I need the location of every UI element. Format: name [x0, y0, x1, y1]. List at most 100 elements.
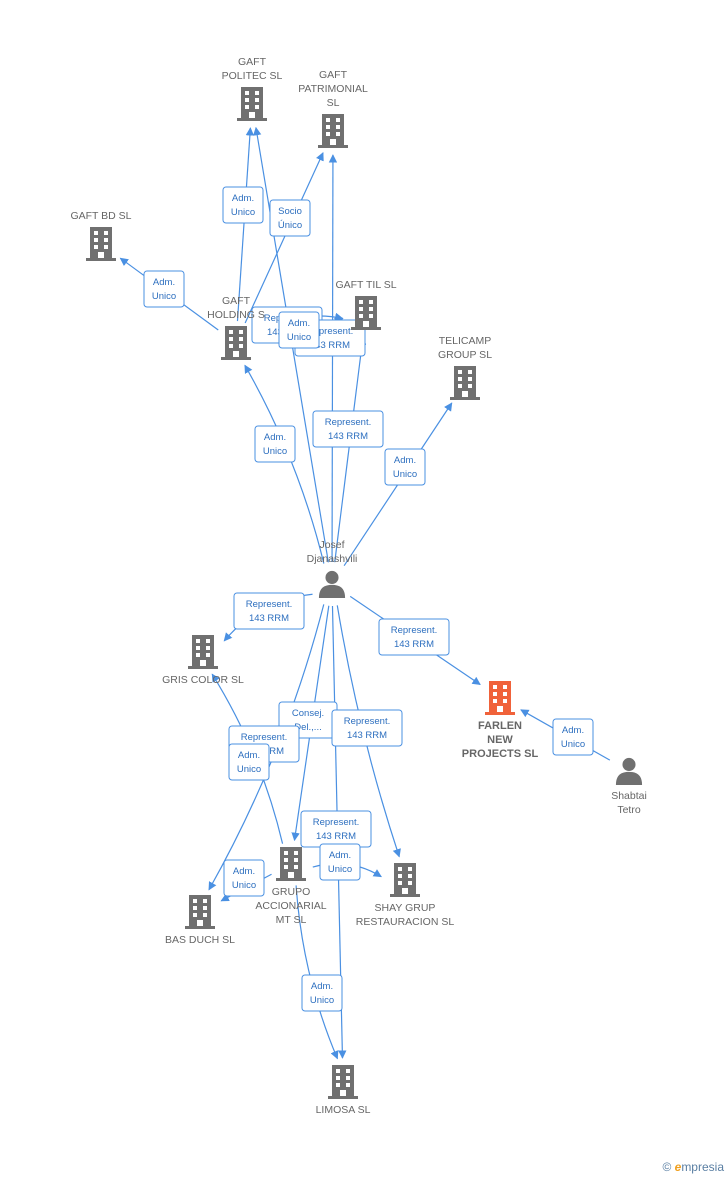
edge-label-box: [223, 859, 265, 897]
edge-josef-to-gaft_til: [334, 335, 367, 563]
edge-label-box: [228, 743, 270, 781]
edge-label-box: [222, 186, 264, 224]
node-label: RESTAURACION SL: [356, 916, 455, 928]
footer-brand[interactable]: © empresia: [662, 1160, 724, 1174]
building-icon: [185, 895, 215, 929]
edge-labels-layer: Adm.UnicoSocioÚnicoAdm.UnicoRepresent.14…: [143, 186, 594, 1012]
node-label: Josef: [319, 539, 344, 551]
edge-label-text: Adm.: [233, 866, 255, 877]
edge-label-0[interactable]: Adm.Unico: [222, 186, 264, 224]
edge-label-7[interactable]: Represent.143 RRM: [312, 410, 384, 448]
edge-label-box: [319, 843, 361, 881]
brand-e-logo: e: [674, 1160, 682, 1174]
edge-gaft_holding-to-gaft_politec: [236, 127, 255, 322]
node-label: Shabtai: [611, 790, 647, 802]
edge-label-text: Unico: [328, 864, 352, 875]
edge-label-18[interactable]: Adm.Unico: [228, 743, 270, 781]
node-bas_duch[interactable]: BAS DUCH SL: [165, 895, 235, 946]
edge-label-text: Adm.: [329, 850, 351, 861]
edge-label-text: Adm.: [562, 725, 584, 736]
edge-label-box: [301, 974, 343, 1012]
building-icon: [276, 847, 306, 881]
building-icon: [390, 863, 420, 897]
node-label: POLITEC SL: [222, 70, 283, 82]
node-limosa[interactable]: LIMOSA SL: [316, 1065, 371, 1116]
edge-label-19[interactable]: Adm. Unico: [223, 859, 265, 897]
node-label: SHAY GRUP: [375, 902, 436, 914]
node-gaft_bd[interactable]: GAFT BD SL: [70, 210, 132, 261]
edge-label-21[interactable]: Adm. Unico: [319, 843, 361, 881]
brand-text: mpresia: [681, 1160, 724, 1174]
node-grupo_accionarial[interactable]: GRUPO ACCIONARIAL MT SL: [255, 847, 327, 926]
edge-label-box: [233, 592, 305, 630]
edge-label-text: Unico: [232, 880, 256, 891]
edge-label-text: 143 RRM: [394, 639, 434, 650]
edge-label-box: [384, 448, 426, 486]
node-label: PROJECTS SL: [462, 748, 539, 760]
edge-label-6[interactable]: Adm.Unico: [254, 425, 296, 463]
edge-label-text: Represent.: [391, 625, 437, 636]
edge-label-box: [254, 425, 296, 463]
node-gaft_politec[interactable]: GAFT POLITEC SL: [222, 56, 283, 121]
edge-label-box: [312, 410, 384, 448]
building-icon: [318, 114, 348, 148]
edge-label-text: Unico: [152, 291, 176, 302]
node-gris_color[interactable]: GRIS COLOR SL: [162, 635, 244, 686]
building-icon: [237, 87, 267, 121]
edge-label-2[interactable]: Adm. Unico: [143, 270, 185, 308]
edge-label-11[interactable]: Represent.143 RRM: [233, 592, 305, 630]
node-label: GAFT: [238, 56, 267, 68]
edge-label-text: Represent.: [325, 417, 371, 428]
node-farlen[interactable]: FARLEN NEW PROJECTS SL: [462, 681, 539, 760]
edge-label-text: Represent.: [344, 716, 390, 727]
node-label: TELICAMP: [439, 335, 492, 347]
edge-label-text: Adm.: [394, 455, 416, 466]
edge-label-text: Adm.: [311, 981, 333, 992]
edge-label-text: Unico: [237, 764, 261, 775]
node-label: ACCIONARIAL: [255, 900, 326, 912]
edge-label-text: Consej.: [292, 708, 324, 719]
node-label: NEW: [487, 734, 513, 746]
building-icon: [485, 681, 515, 715]
edge-label-17[interactable]: Represent.143 RRM: [300, 810, 372, 848]
edge-label-12[interactable]: Represent. 143 RRM: [378, 618, 450, 656]
node-label: MT SL: [276, 914, 307, 926]
edge-label-text: Adm.: [153, 277, 175, 288]
edge-label-text: 143 RRM: [347, 730, 387, 741]
edge-label-box: [269, 199, 311, 237]
edge-label-20[interactable]: Adm.Unico: [301, 974, 343, 1012]
edge-label-text: Único: [278, 220, 302, 231]
node-gaft_holding[interactable]: GAFT HOLDING S: [207, 295, 265, 360]
edge-label-13[interactable]: Adm.Unico: [552, 718, 594, 756]
building-icon: [188, 635, 218, 669]
edge-label-text: Represent.: [241, 732, 287, 743]
edge-label-text: Unico: [393, 469, 417, 480]
node-label: GAFT BD SL: [70, 210, 131, 222]
edge-label-text: Adm.: [232, 193, 254, 204]
edge-label-15[interactable]: Represent. 143 RRM: [331, 709, 403, 747]
building-icon: [86, 227, 116, 261]
building-icon: [450, 366, 480, 400]
node-label: GAFT: [222, 295, 251, 307]
edge-label-box: [331, 709, 403, 747]
edge-label-8[interactable]: Adm. Unico: [384, 448, 426, 486]
edge-label-text: 143 RRM: [316, 831, 356, 842]
node-label: GRUPO: [272, 886, 311, 898]
node-shay_grup[interactable]: SHAY GRUP RESTAURACION SL: [356, 863, 455, 928]
edge-label-5[interactable]: Adm.Unico: [278, 311, 320, 349]
node-label: FARLEN: [478, 720, 522, 732]
node-gaft_til[interactable]: GAFT TIL SL: [335, 279, 397, 330]
edge-label-box: [278, 311, 320, 349]
node-label: GRIS COLOR SL: [162, 674, 244, 686]
node-label: HOLDING S: [207, 309, 265, 321]
edge-label-box: [378, 618, 450, 656]
edge-label-box: [552, 718, 594, 756]
edge-label-text: 143 RRM: [310, 340, 350, 351]
